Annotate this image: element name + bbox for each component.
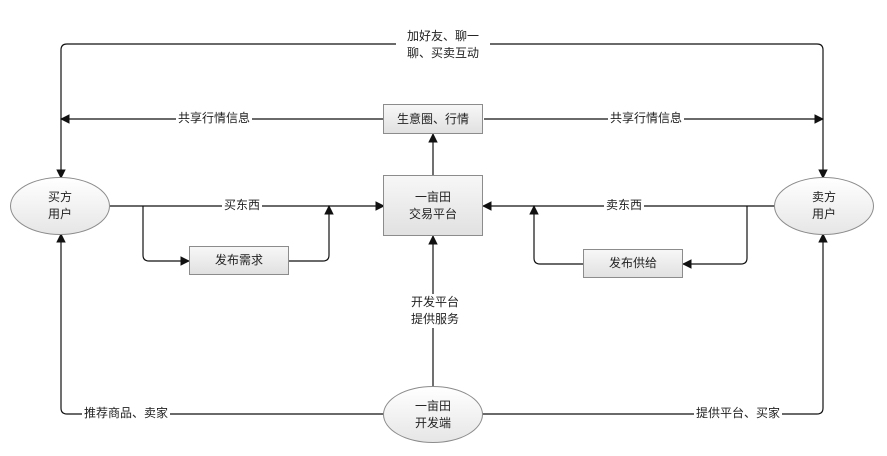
label-top-interaction: 加好友、聊一 聊、买卖互动 (396, 28, 490, 62)
seller-node: 卖方 用户 (774, 177, 874, 235)
platform-line-1: 一亩田 (414, 189, 451, 204)
edge-buyer-to-demand (142, 206, 190, 266)
label-top-interaction-line-2: 聊、买卖互动 (406, 46, 479, 60)
label-dev-service-line-2: 提供服务 (410, 312, 459, 326)
label-dev-service-line-1: 开发平台 (410, 295, 459, 309)
circle-market-node: 生意圈、行情 (383, 104, 483, 134)
circle-market-label: 生意圈、行情 (396, 111, 469, 126)
label-recommend: 推荐商品、卖家 (82, 405, 171, 422)
label-sell: 卖东西 (604, 197, 645, 214)
seller-line-1: 卖方 (811, 190, 836, 204)
edge-dev-to-buyer (56, 233, 384, 415)
label-buy: 买东西 (222, 197, 263, 214)
publish-supply-node: 发布供给 (583, 249, 683, 278)
publish-supply-label: 发布供给 (608, 256, 657, 270)
developer-node: 一亩田 开发端 (383, 386, 483, 443)
publish-demand-label: 发布需求 (214, 253, 263, 267)
label-share-right: 共享行情信息 (608, 110, 685, 127)
developer-line-1: 一亩田 (414, 398, 451, 413)
platform-line-2: 交易平台 (408, 206, 457, 221)
buyer-line-1: 买方 (47, 190, 72, 204)
edge-supply-to-sell (529, 205, 584, 265)
buyer-line-2: 用户 (47, 207, 72, 221)
edge-seller-to-supply (682, 206, 748, 269)
seller-line-2: 用户 (811, 207, 836, 221)
label-share-left: 共享行情信息 (176, 110, 253, 127)
label-provide: 提供平台、买家 (694, 405, 783, 422)
buyer-node: 买方 用户 (10, 177, 110, 235)
edge-dev-to-seller (482, 233, 828, 415)
platform-node: 一亩田 交易平台 (383, 175, 483, 236)
developer-line-2: 开发端 (414, 415, 451, 430)
edge-demand-to-buy (289, 205, 334, 262)
label-dev-service: 开发平台 提供服务 (400, 294, 470, 328)
publish-demand-node: 发布需求 (189, 246, 289, 275)
label-top-interaction-line-1: 加好友、聊一 (406, 29, 479, 43)
